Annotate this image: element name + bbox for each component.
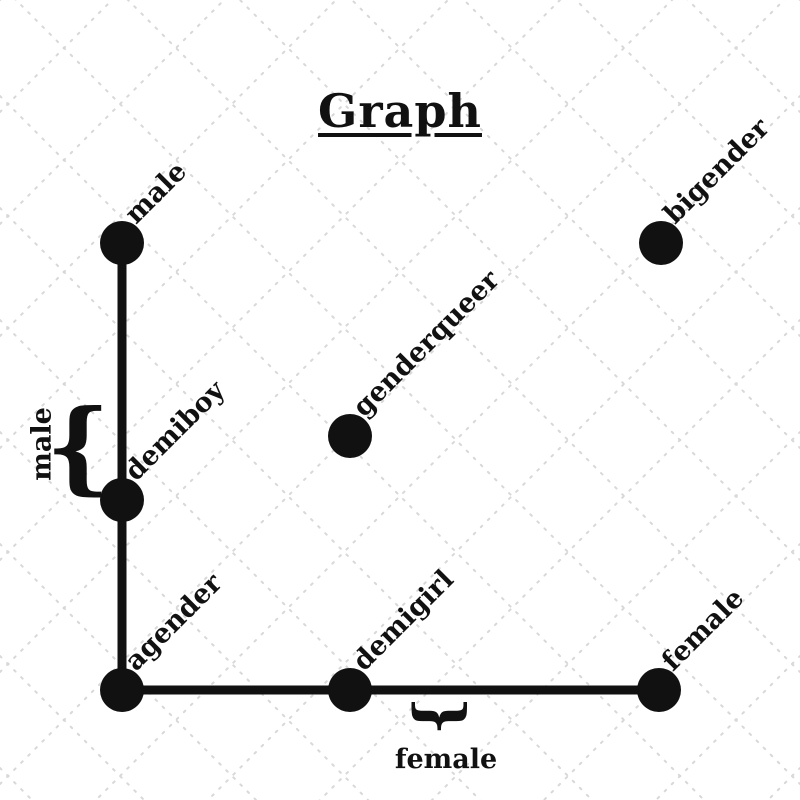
lattice-line bbox=[462, 0, 800, 337]
node-demiboy bbox=[100, 478, 144, 522]
node-agender bbox=[100, 668, 144, 712]
node-label-demiboy: demiboy bbox=[119, 374, 232, 487]
lattice-line bbox=[654, 655, 800, 800]
node-label-genderqueer: genderqueer bbox=[347, 264, 506, 423]
node-label-male: male bbox=[119, 156, 193, 230]
page-title: Graph bbox=[318, 84, 482, 138]
lattice-line bbox=[0, 95, 706, 800]
node-label-agender: agender bbox=[119, 567, 229, 677]
node-male bbox=[100, 221, 144, 265]
graph-edges bbox=[117, 243, 659, 695]
graph-nodes bbox=[100, 221, 683, 712]
lattice-line bbox=[238, 0, 800, 561]
node-demigirl bbox=[328, 668, 372, 712]
lattice-line bbox=[350, 0, 800, 449]
brace-label-male: male bbox=[27, 407, 58, 481]
node-female bbox=[637, 668, 681, 712]
left-brace-icon: { bbox=[46, 387, 110, 505]
node-label-demigirl: demigirl bbox=[347, 564, 460, 677]
node-bigender bbox=[639, 221, 683, 265]
brace-label-female: female bbox=[395, 744, 497, 775]
bottom-brace-icon: { bbox=[402, 697, 472, 736]
lattice-line bbox=[430, 431, 800, 800]
node-genderqueer bbox=[328, 414, 372, 458]
lattice-line bbox=[126, 0, 800, 673]
node-label-female: female bbox=[656, 583, 750, 677]
lattice-line bbox=[0, 0, 674, 673]
lattice-line bbox=[206, 207, 800, 800]
lattice-line bbox=[318, 319, 800, 800]
lattice-line bbox=[574, 0, 800, 225]
brace-annotations: {male{female bbox=[27, 387, 498, 775]
